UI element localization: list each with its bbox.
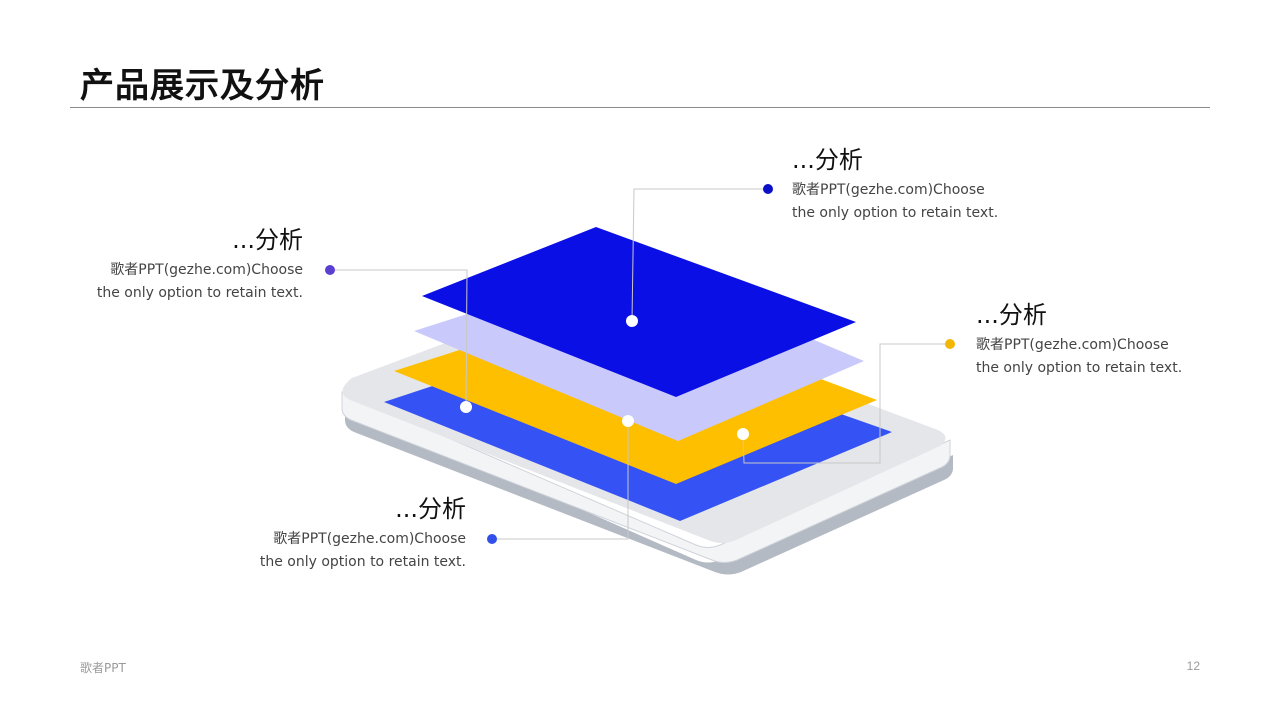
callout-upper-left: ...分析 歌者PPT(gezhe.com)Choose the only op…	[63, 225, 303, 305]
callout-heading: ...分析	[792, 146, 863, 174]
callout-body-line: 歌者PPT(gezhe.com)Choose	[273, 531, 466, 547]
callout-top-right: ...分析 歌者PPT(gezhe.com)Choose the only op…	[792, 145, 1032, 225]
slide-title: 产品展示及分析	[80, 66, 325, 106]
callout-body-line: 歌者PPT(gezhe.com)Choose	[110, 262, 303, 278]
title-divider	[70, 107, 1210, 108]
callout-dot-upper-left	[325, 265, 335, 275]
device-bottom-edge	[345, 405, 953, 575]
leader-line-bottom	[492, 421, 629, 540]
callout-heading: ...分析	[395, 495, 466, 523]
callout-dot-right	[945, 339, 955, 349]
callout-body-line: the only option to retain text.	[96, 285, 303, 301]
leader-line-upper-left	[330, 269, 468, 408]
page-number: 12	[1186, 659, 1200, 673]
callout-right: ...分析 歌者PPT(gezhe.com)Choose the only op…	[976, 300, 1216, 380]
callout-bottom: ...分析 歌者PPT(gezhe.com)Choose the only op…	[226, 494, 466, 574]
leader-line-top-right	[631, 188, 768, 322]
anchor-dot-lavender-layer	[460, 401, 472, 413]
callout-heading: ...分析	[232, 226, 303, 254]
callout-body: 歌者PPT(gezhe.com)Choose the only option t…	[976, 334, 1216, 380]
leader-line-right	[742, 343, 950, 464]
callout-dot-bottom	[487, 534, 497, 544]
callout-body-line: the only option to retain text.	[792, 205, 999, 221]
layer-top-blue	[422, 227, 856, 397]
footer-brand: 歌者PPT	[80, 661, 126, 675]
callout-body: 歌者PPT(gezhe.com)Choose the only option t…	[792, 179, 1032, 225]
callout-body: 歌者PPT(gezhe.com)Choose the only option t…	[63, 259, 303, 305]
anchor-dot-yellow-layer	[737, 428, 749, 440]
anchor-dot-blue-layer	[622, 415, 634, 427]
device-side	[341, 391, 951, 563]
callout-body: 歌者PPT(gezhe.com)Choose the only option t…	[226, 528, 466, 574]
anchor-dot-top-layer	[626, 315, 638, 327]
callout-body-line: 歌者PPT(gezhe.com)Choose	[976, 337, 1169, 353]
callout-body-line: 歌者PPT(gezhe.com)Choose	[792, 182, 985, 198]
callout-body-line: the only option to retain text.	[259, 554, 466, 570]
callout-dot-top-right	[763, 184, 773, 194]
callout-heading: ...分析	[976, 301, 1047, 329]
callout-body-line: the only option to retain text.	[976, 360, 1183, 376]
